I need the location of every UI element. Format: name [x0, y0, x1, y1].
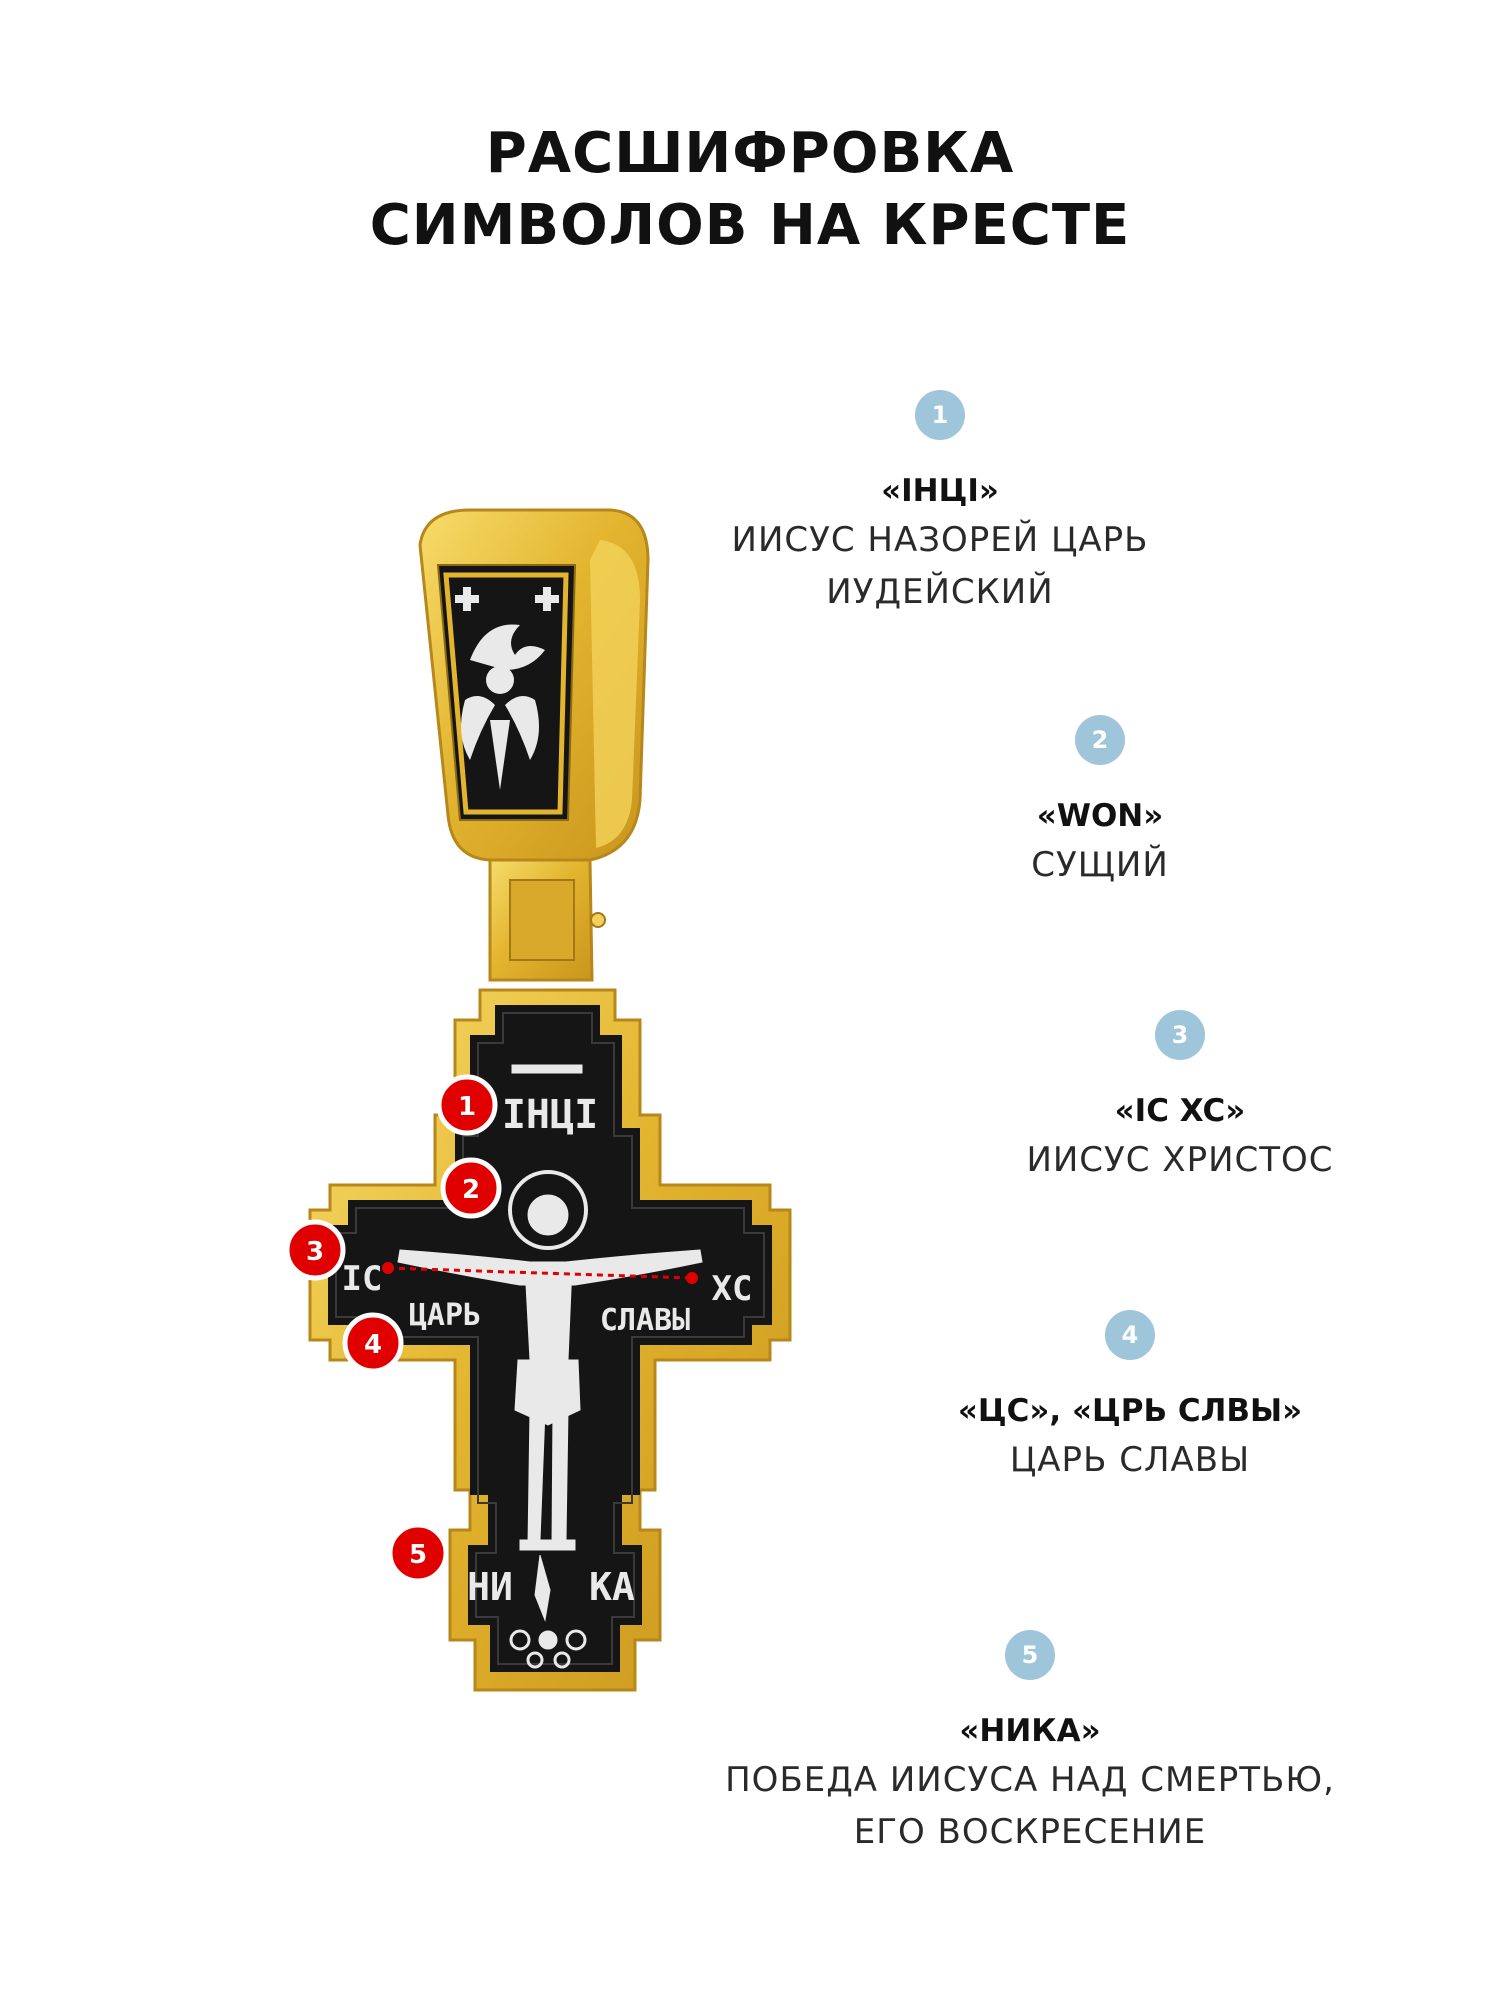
legend-item-4: 4 «ЦС», «ЦРЬ СЛВЫ» ЦАРЬ СЛАВЫ [890, 1310, 1370, 1486]
legend-code: «НИКА» [959, 1713, 1101, 1749]
legend-code: «ІНЦІ» [881, 473, 999, 509]
legend-meaning: ИИСУС НАЗОРЕЙ ЦАРЬ ИУДЕЙСКИЙ [640, 514, 1240, 618]
callout-marker-3: 3 [284, 1219, 346, 1281]
title-line-2: СИМВОЛОВ НА КРЕСТЕ [369, 193, 1131, 258]
legend-code: «IC XC» [1114, 1093, 1246, 1129]
callout-marker-5: 5 [387, 1522, 449, 1584]
legend-item-2: 2 «WON» СУЩИЙ [900, 715, 1300, 891]
legend-number-badge: 2 [1075, 715, 1125, 765]
marker-3-endpoint-right [686, 1272, 698, 1284]
legend-meaning-line: ПОБЕДА ИИСУСА НАД СМЕРТЬЮ, [725, 1760, 1335, 1800]
pendant-bail [418, 508, 650, 862]
pendant-connector [488, 858, 606, 982]
legend-meaning-line: ЦАРЬ СЛАВЫ [1009, 1440, 1251, 1480]
page-title: РАСШИФРОВКА СИМВОЛОВ НА КРЕСТЕ [0, 118, 1500, 262]
legend-item-3: 3 «IC XC» ИИСУС ХРИСТОС [970, 1010, 1390, 1186]
legend-item-1: 1 «ІНЦІ» ИИСУС НАЗОРЕЙ ЦАРЬ ИУДЕЙСКИЙ [640, 390, 1240, 618]
inscription-tsar: ЦАРЬ [409, 1298, 481, 1333]
legend-code: «WON» [1036, 798, 1164, 834]
legend-meaning: ПОБЕДА ИИСУСА НАД СМЕРТЬЮ, ЕГО ВОСКРЕСЕН… [680, 1754, 1380, 1858]
legend-code: «ЦС», «ЦРЬ СЛВЫ» [957, 1393, 1303, 1429]
legend-meaning-line: ИУДЕЙСКИЙ [826, 572, 1054, 612]
callout-marker-1: 1 [436, 1074, 498, 1136]
legend-number-badge: 5 [1005, 1630, 1055, 1680]
svg-text:5: 5 [409, 1540, 427, 1570]
legend-number-badge: 4 [1105, 1310, 1155, 1360]
legend-item-5: 5 «НИКА» ПОБЕДА ИИСУСА НАД СМЕРТЬЮ, ЕГО … [680, 1630, 1380, 1858]
crucifix-figure [397, 1064, 703, 1669]
legend-meaning-line: ИИСУС ХРИСТОС [1026, 1140, 1334, 1180]
svg-text:1: 1 [458, 1092, 476, 1122]
inscription-xc: ХС [712, 1269, 753, 1309]
svg-text:4: 4 [364, 1330, 382, 1360]
marker-3-dotted-line [387, 1266, 693, 1280]
marker-3-endpoint-left [382, 1262, 394, 1274]
legend-meaning: ЦАРЬ СЛАВЫ [890, 1434, 1370, 1486]
seraph-icon [455, 587, 559, 790]
inscription-top: ІНЦІ [502, 1092, 598, 1138]
legend-meaning-line: СУЩИЙ [1031, 845, 1169, 885]
legend-meaning: ИИСУС ХРИСТОС [970, 1134, 1390, 1186]
callout-marker-2: 2 [440, 1157, 502, 1219]
inscription-ka: КА [589, 1565, 635, 1609]
title-line-1: РАСШИФРОВКА [485, 121, 1015, 186]
legend-meaning-line: ИИСУС НАЗОРЕЙ ЦАРЬ [731, 520, 1149, 560]
legend-meaning-line: ЕГО ВОСКРЕСЕНИЕ [853, 1812, 1207, 1852]
callout-marker-4: 4 [342, 1312, 404, 1374]
legend-meaning: СУЩИЙ [900, 839, 1300, 891]
svg-text:3: 3 [306, 1237, 324, 1267]
svg-text:2: 2 [462, 1175, 480, 1205]
legend-number-badge: 3 [1155, 1010, 1205, 1060]
legend-number-badge: 1 [915, 390, 965, 440]
inscription-slavy: СЛАВЫ [600, 1303, 690, 1338]
callout-markers: 1 2 3 4 5 [284, 1074, 502, 1584]
inscription-ic: ІС [342, 1259, 383, 1299]
inscription-ni: НИ [467, 1565, 513, 1609]
